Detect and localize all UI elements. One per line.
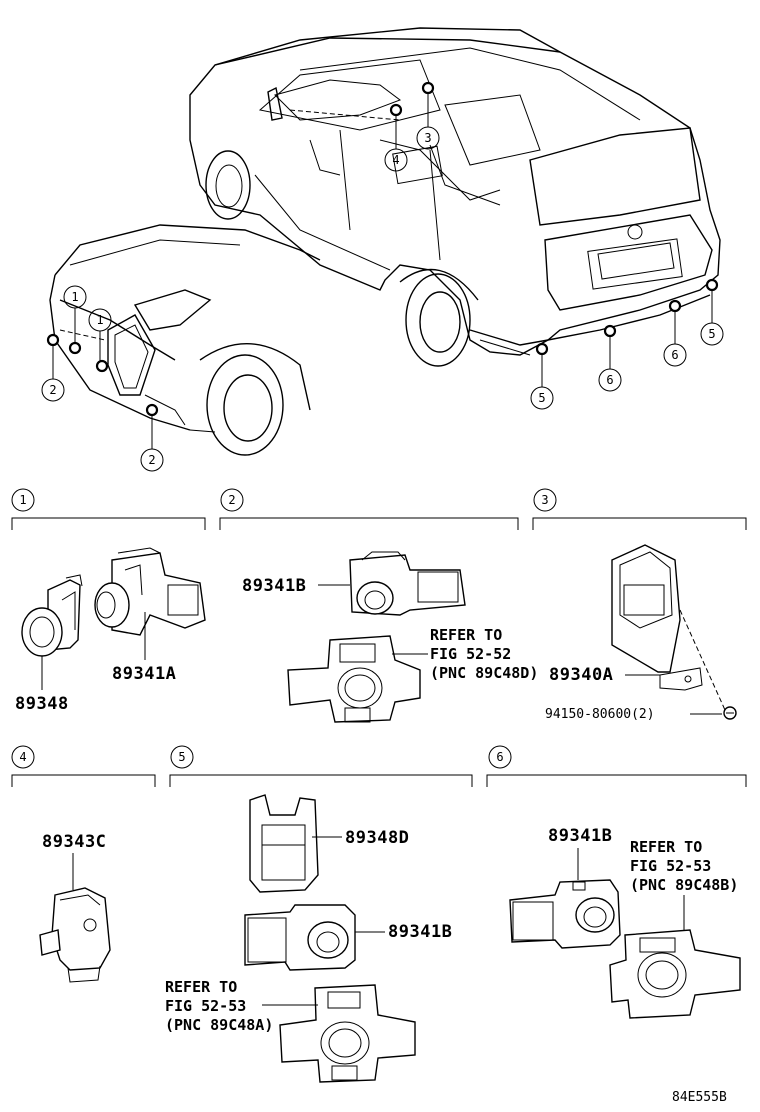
callout-4: 4 — [392, 153, 399, 167]
refer-line-2-s2: FIG 52-52 — [430, 645, 511, 663]
sensor-retainer-icon — [609, 929, 741, 1019]
section-5-header: 5 — [169, 745, 473, 787]
part-number-94150-80600: 94150-80600(2) — [545, 707, 655, 722]
refer-line-1-s6: REFER TO — [630, 838, 702, 856]
control-computer-icon — [611, 544, 726, 711]
section-3-number: 3 — [541, 493, 548, 507]
ultrasonic-sensor-icon — [509, 879, 621, 949]
refer-line-1-s2: REFER TO — [430, 626, 502, 644]
sensor-retainer-icon — [21, 574, 83, 657]
refer-line-3-s6: (PNC 89C48B) — [630, 876, 738, 894]
section-1-header: 1 — [11, 488, 206, 530]
ultrasonic-sensor-icon — [349, 551, 466, 616]
callout-1-front-b: 1 — [96, 313, 103, 327]
refer-line-3-s5: (PNC 89C48A) — [165, 1016, 273, 1034]
part-number-89348: 89348 — [15, 694, 69, 714]
bolt-icon — [723, 706, 737, 720]
callout-6-rear-b: 6 — [671, 348, 678, 362]
refer-line-1-s5: REFER TO — [165, 978, 237, 996]
section-3-header: 3 — [532, 488, 747, 530]
part-number-89341B-s5: 89341B — [388, 922, 452, 942]
switch-icon — [39, 887, 111, 983]
section-6-header: 6 — [486, 745, 747, 787]
callout-5-rear-a: 5 — [538, 391, 545, 405]
refer-line-2-s6: FIG 52-53 — [630, 857, 711, 875]
refer-note-s5: REFER TO FIG 52-53 (PNC 89C48A) — [165, 978, 318, 1034]
part-number-89341B-s6: 89341B — [548, 826, 612, 846]
sensor-retainer-icon — [249, 794, 319, 893]
callout-6-rear-a: 6 — [606, 373, 613, 387]
sensor-locations: 1 1 2 2 3 4 5 5 6 6 — [41, 81, 724, 472]
ultrasonic-sensor-icon — [94, 547, 206, 636]
car-overview-icon — [49, 27, 721, 456]
refer-line-2-s5: FIG 52-53 — [165, 997, 246, 1015]
section-6-number: 6 — [496, 750, 503, 764]
refer-note-s2: REFER TO FIG 52-52 (PNC 89C48D) — [392, 626, 538, 682]
part-number-89341A: 89341A — [112, 664, 176, 684]
section-4-number: 4 — [19, 750, 26, 764]
callout-1-front-a: 1 — [71, 290, 78, 304]
part-number-89340A: 89340A — [549, 665, 613, 685]
callout-5-rear-b: 5 — [708, 327, 715, 341]
part-number-89348D: 89348D — [345, 828, 409, 848]
part-number-89341B-s2: 89341B — [242, 576, 306, 596]
ultrasonic-sensor-icon — [244, 904, 356, 971]
diagram-code: 84E555B — [672, 1090, 727, 1105]
callout-2-front-b: 2 — [148, 453, 155, 467]
refer-line-3-s2: (PNC 89C48D) — [430, 664, 538, 682]
callout-2-front-a: 2 — [49, 383, 56, 397]
section-2-header: 2 — [219, 488, 519, 530]
section-4-header: 4 — [11, 745, 156, 787]
refer-note-s6: REFER TO FIG 52-53 (PNC 89C48B) — [630, 838, 738, 930]
sensor-retainer-icon — [279, 984, 416, 1083]
sensor-retainer-icon — [287, 635, 421, 723]
section-5-number: 5 — [178, 750, 185, 764]
callout-3: 3 — [424, 131, 431, 145]
part-number-89343C: 89343C — [42, 832, 106, 852]
section-1-number: 1 — [19, 493, 26, 507]
section-2-number: 2 — [228, 493, 235, 507]
